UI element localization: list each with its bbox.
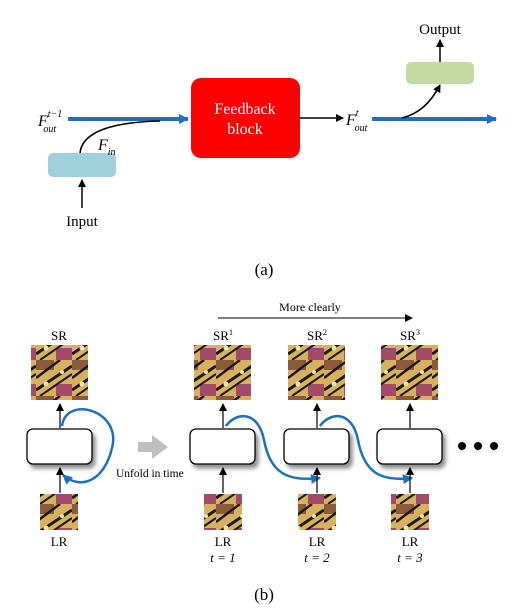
rolled-loop-arrow bbox=[60, 408, 115, 485]
lr-1-image bbox=[204, 494, 242, 530]
sr-2-image bbox=[288, 345, 345, 400]
t-3-label: t = 3 bbox=[397, 550, 423, 565]
rolled-lr-label: LR bbox=[51, 534, 68, 549]
output-label: Output bbox=[419, 22, 462, 38]
output-curve bbox=[401, 84, 441, 119]
ellipsis-dot-2 bbox=[474, 442, 482, 450]
lr-2-label: LR bbox=[309, 534, 326, 549]
feedback-block-label-2: block bbox=[227, 121, 263, 138]
rolled-block bbox=[26, 428, 93, 465]
f-in-curve bbox=[79, 120, 161, 154]
sr-1-label: SR1 bbox=[213, 328, 233, 343]
sr-3-label: SR3 bbox=[400, 328, 420, 343]
unrolled-step-2: SR2 LR t = 2 bbox=[283, 328, 350, 565]
lr-1-label: LR bbox=[215, 534, 232, 549]
rolled-network: SR LR bbox=[26, 328, 115, 549]
caption-b: (b) bbox=[254, 585, 274, 604]
input-box bbox=[48, 153, 116, 177]
sr-3-image bbox=[381, 345, 438, 400]
step-1-block bbox=[189, 428, 256, 465]
unrolled-step-1: SR1 LR t = 1 bbox=[189, 328, 256, 565]
lr-3-label: LR bbox=[402, 534, 419, 549]
rolled-lr-image bbox=[40, 494, 78, 530]
t-2-label: t = 2 bbox=[304, 550, 330, 565]
feedback-block bbox=[191, 78, 300, 158]
unrolled-step-3: SR3 LR t = 3 bbox=[376, 328, 443, 565]
unfold-label: Unfold in time bbox=[116, 468, 184, 480]
recurrent-arrow-2-3 bbox=[318, 414, 413, 485]
f-in-label: Fin bbox=[97, 137, 116, 158]
more-clearly-label: More clearly bbox=[279, 300, 341, 314]
recurrent-arrow-1-2 bbox=[224, 414, 321, 485]
t-1-label: t = 1 bbox=[210, 550, 235, 565]
caption-a: (a) bbox=[255, 260, 274, 279]
rolled-sr-image bbox=[31, 345, 88, 400]
lr-2-image bbox=[298, 494, 336, 530]
output-box bbox=[406, 62, 474, 84]
unfold-arrow bbox=[138, 435, 168, 459]
panel-b: More clearly SR LR Unfold in time SR1 bbox=[26, 300, 498, 604]
feedback-block-label-1: Feedback bbox=[214, 101, 275, 118]
lr-3-image bbox=[391, 494, 429, 530]
step-2-block bbox=[283, 428, 350, 465]
ellipsis bbox=[458, 442, 498, 450]
input-label: Input bbox=[66, 214, 98, 230]
ellipsis-dot-1 bbox=[458, 442, 466, 450]
sr-1-image bbox=[194, 345, 251, 400]
sr-2-label: SR2 bbox=[307, 328, 327, 343]
ellipsis-dot-3 bbox=[490, 442, 498, 450]
step-3-block bbox=[376, 428, 443, 465]
rolled-sr-label: SR bbox=[51, 328, 67, 343]
